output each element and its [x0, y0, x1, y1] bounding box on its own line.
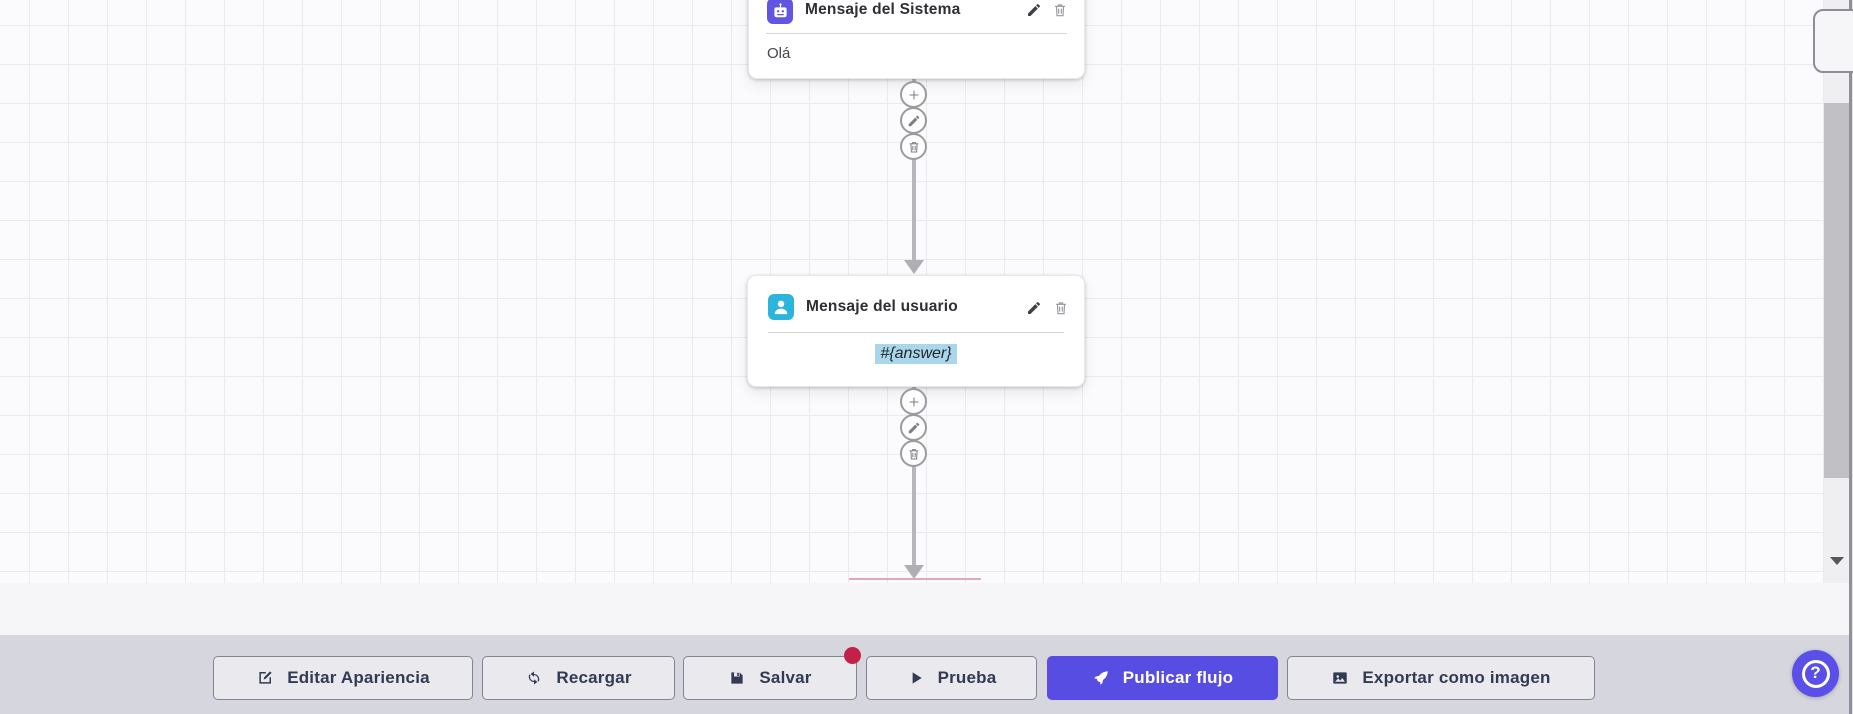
image-icon — [1333, 672, 1348, 684]
rocket-icon — [1094, 671, 1108, 685]
add-step-button[interactable] — [900, 388, 927, 415]
question-mark-icon: ? — [1801, 659, 1830, 688]
edit-connection-button[interactable] — [900, 107, 927, 134]
play-icon — [912, 672, 922, 684]
delete-node-icon[interactable] — [1051, 1, 1068, 18]
node-title: Mensaje del usuario — [806, 298, 958, 315]
button-label: Exportar como imagen — [1362, 668, 1551, 687]
reload-button[interactable]: Recargar — [482, 656, 675, 700]
help-button[interactable]: ? — [1792, 650, 1839, 697]
connector-line — [912, 385, 916, 565]
button-label: Salvar — [759, 668, 812, 687]
user-icon — [768, 294, 794, 320]
edit-appearance-icon — [259, 671, 272, 684]
node-body-text: Olá — [767, 45, 791, 62]
button-label: Recargar — [556, 668, 632, 687]
canvas-bottom-gutter — [0, 583, 1849, 635]
node-card-system-message[interactable]: Mensaje del Sistema Olá — [748, 0, 1085, 79]
edit-appearance-button[interactable]: Editar Apariencia — [213, 656, 473, 700]
node-title: Mensaje del Sistema — [805, 1, 961, 18]
delete-connection-button[interactable] — [900, 440, 927, 467]
vertical-scrollbar-thumb[interactable] — [1824, 103, 1849, 478]
answer-variable-chip[interactable]: #{answer} — [875, 344, 957, 364]
edit-node-icon[interactable] — [1025, 299, 1042, 316]
card-divider — [768, 332, 1064, 333]
card-divider — [766, 33, 1067, 34]
partial-node-edge — [849, 578, 981, 580]
connector-arrow-icon — [904, 260, 924, 274]
scrollbar-down-arrow-icon[interactable] — [1830, 557, 1844, 565]
window-edge-divider — [1849, 0, 1852, 714]
save-icon — [731, 672, 743, 684]
add-step-button[interactable] — [900, 81, 927, 108]
save-button[interactable]: Salvar — [683, 656, 857, 700]
clipped-side-panel — [1813, 9, 1853, 73]
delete-node-icon[interactable] — [1052, 299, 1069, 316]
test-button[interactable]: Prueba — [866, 656, 1037, 700]
connector-arrow-icon — [904, 565, 924, 579]
node-body: #{answer} — [748, 344, 1084, 364]
delete-connection-button[interactable] — [900, 133, 927, 160]
connector-line — [912, 75, 916, 260]
node-card-user-message[interactable]: Mensaje del usuario #{answer} — [747, 275, 1085, 387]
export-as-image-button[interactable]: Exportar como imagen — [1287, 656, 1595, 700]
publish-flow-button[interactable]: Publicar flujo — [1047, 656, 1278, 700]
button-label: Publicar flujo — [1122, 668, 1234, 687]
unsaved-changes-badge — [844, 647, 861, 664]
refresh-icon — [529, 671, 540, 685]
button-label: Prueba — [937, 668, 997, 687]
edit-node-icon[interactable] — [1025, 1, 1042, 18]
button-label: Editar Apariencia — [287, 668, 430, 687]
edit-connection-button[interactable] — [900, 414, 927, 441]
robot-icon — [767, 0, 793, 24]
